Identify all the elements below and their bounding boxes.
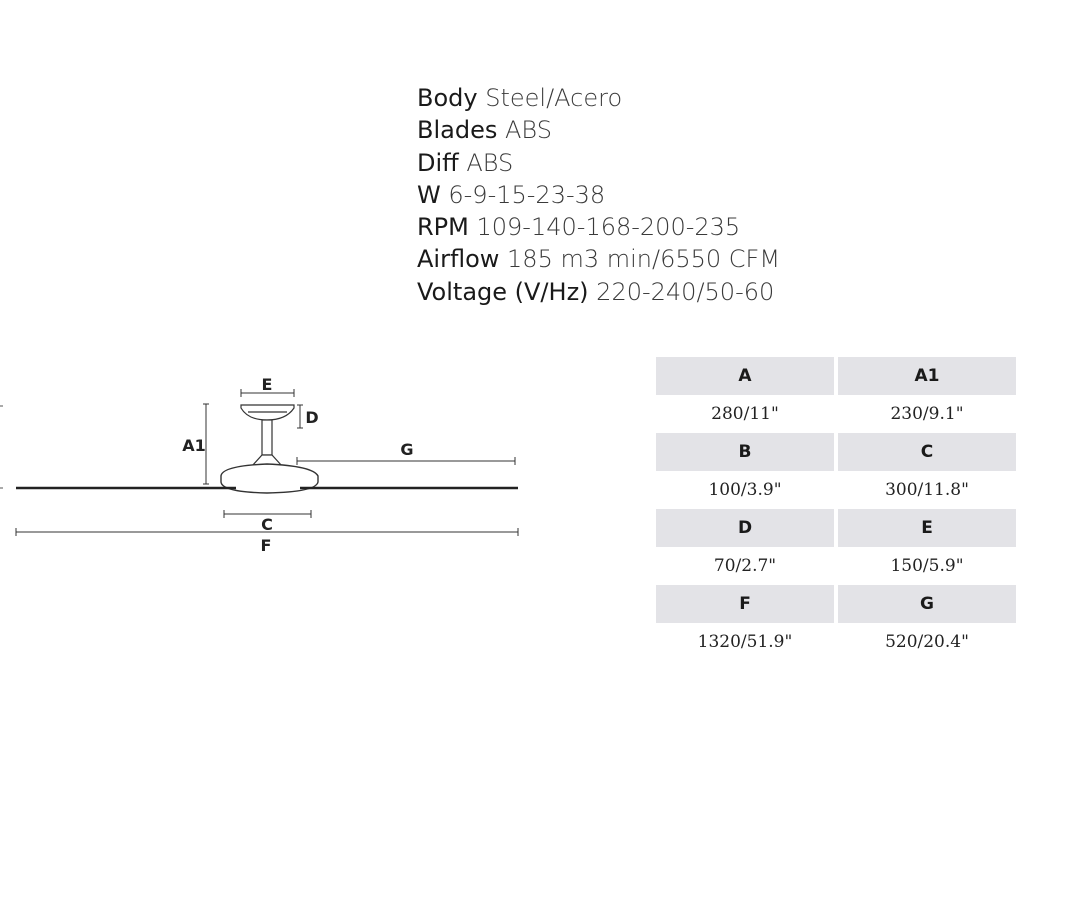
label-c: C	[261, 515, 273, 534]
label-d: D	[305, 408, 318, 427]
dim-header: A1	[838, 357, 1016, 395]
dimension-a1-line	[203, 403, 209, 485]
spec-label: Diff	[417, 148, 459, 177]
table-row: 280/11" 230/9.1"	[656, 395, 1016, 433]
table-header-row: B C	[656, 433, 1016, 471]
dim-header: A	[656, 357, 834, 395]
table-header-row: F G	[656, 585, 1016, 623]
table-row: 1320/51.9" 520/20.4"	[656, 623, 1016, 661]
table-row: 70/2.7" 150/5.9"	[656, 547, 1016, 585]
fan-dimension-diagram: E D A1 G	[0, 360, 540, 570]
spec-value: 6-9-15-23-38	[448, 180, 606, 209]
dimension-c-line	[223, 510, 312, 518]
dimensions-table: A A1 280/11" 230/9.1" B C 100/3.9" 300/1…	[652, 357, 1020, 661]
spec-list: Body Steel/Acero Blades ABS Diff ABS W 6…	[417, 82, 780, 308]
table-header-row: A A1	[656, 357, 1016, 395]
label-e: E	[262, 375, 273, 394]
spec-label: Body	[417, 84, 478, 112]
spec-value: ABS	[466, 148, 514, 177]
spec-body: Body Steel/Acero	[417, 82, 780, 114]
dim-header: C	[838, 433, 1016, 471]
dim-header: B	[656, 433, 834, 471]
table-header-row: D E	[656, 509, 1016, 547]
dim-value: 230/9.1"	[890, 404, 964, 424]
ceiling-canopy	[240, 404, 295, 421]
dim-header: E	[838, 509, 1016, 547]
dim-header: G	[838, 585, 1016, 623]
dim-value: 300/11.8"	[885, 480, 969, 500]
dim-value: 520/20.4"	[885, 632, 969, 652]
dimension-g-line	[296, 457, 516, 465]
label-a1: A1	[182, 436, 206, 455]
dim-value: 1320/51.9"	[697, 632, 793, 652]
dimension-d-line	[297, 404, 303, 429]
spec-value: 220-240/50-60	[596, 277, 775, 306]
downrod	[250, 419, 284, 467]
table-row: 100/3.9" 300/11.8"	[656, 471, 1016, 509]
spec-watts: W 6-9-15-23-38	[417, 179, 780, 211]
spec-value: 109-140-168-200-235	[476, 213, 741, 242]
dim-value: 70/2.7"	[713, 556, 777, 576]
dim-value: 100/3.9"	[708, 480, 782, 500]
spec-voltage: Voltage (V/Hz) 220-240/50-60	[417, 276, 780, 308]
spec-label: Voltage (V/Hz)	[417, 277, 589, 306]
spec-rpm: RPM 109-140-168-200-235	[417, 211, 780, 243]
spec-label: W	[417, 180, 441, 209]
spec-value: ABS	[504, 116, 552, 145]
spec-airflow: Airflow 185 m3 min/6550 CFM	[417, 243, 780, 275]
dimension-f-line	[15, 528, 519, 536]
spec-diff: Diff ABS	[417, 147, 780, 179]
spec-value: 185 m3 min/6550 CFM	[507, 245, 781, 274]
dimension-e-line	[240, 389, 295, 397]
spec-blades: Blades ABS	[417, 114, 780, 146]
fan-diagram-svg: E D A1 G	[0, 375, 519, 555]
spec-label: Airflow	[417, 245, 500, 274]
label-g: G	[400, 440, 413, 459]
spec-label: Blades	[417, 116, 498, 145]
dim-value: 150/5.9"	[890, 556, 964, 576]
spec-label: RPM	[417, 213, 469, 242]
dim-value: 280/11"	[711, 404, 779, 424]
label-f: F	[261, 536, 272, 555]
dim-header: D	[656, 509, 834, 547]
dim-header: F	[656, 585, 834, 623]
spec-value: Steel/Acero	[485, 84, 623, 112]
motor-housing	[220, 463, 319, 494]
